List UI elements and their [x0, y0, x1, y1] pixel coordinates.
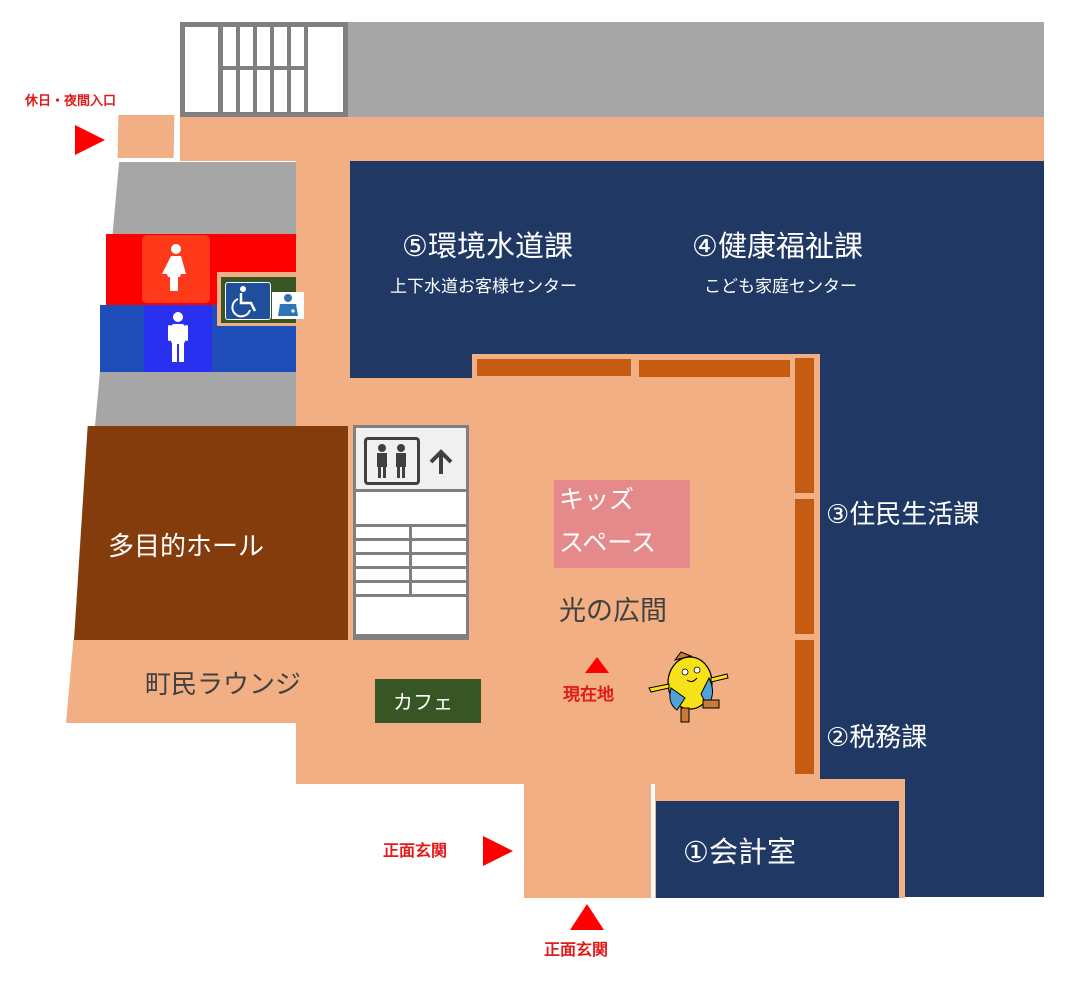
women-restroom-sign — [142, 235, 210, 303]
office-5-subtitle: 上下水道お客様センター — [390, 277, 577, 297]
office-5-name[interactable]: ⑤環境水道課 — [402, 229, 573, 263]
men-restroom-sign — [144, 305, 212, 372]
counter-top-1 — [477, 359, 631, 376]
office-4-subtitle: こども家庭センター — [704, 277, 857, 297]
office-1-name[interactable]: ①会計室 — [683, 835, 796, 869]
front-entrance-side-label: 正面玄関 — [383, 841, 448, 860]
male-restroom-icon — [168, 312, 188, 362]
counter-right-2 — [795, 499, 814, 634]
night-entrance-arrow-icon — [75, 125, 105, 155]
front-entrance-vestibule[interactable] — [524, 784, 651, 898]
front-entrance-side-arrow-icon — [483, 836, 513, 866]
baby-care-icon — [278, 294, 298, 316]
up-arrow-icon — [429, 449, 453, 474]
mascot-character — [648, 651, 729, 723]
cafe-label: カフェ — [393, 690, 453, 714]
kids-space-label-1: キッズ — [559, 485, 635, 514]
counter-top-2 — [639, 360, 790, 377]
elevator[interactable] — [356, 428, 466, 489]
multipurpose-hall-label: 多目的ホール — [108, 532, 265, 562]
kids-space[interactable] — [554, 480, 690, 568]
wheelchair-icon — [231, 286, 257, 318]
night-entrance-vestibule[interactable] — [117, 115, 175, 158]
office-2-name[interactable]: ②税務課 — [826, 723, 928, 753]
elevator-stair-core — [353, 425, 469, 640]
lounge-label: 町民ラウンジ — [145, 670, 302, 700]
current-location-arrow-icon — [585, 657, 609, 673]
cafe[interactable] — [375, 679, 481, 723]
multipurpose-hall[interactable] — [74, 426, 348, 640]
night-entrance-label: 休日・夜間入口 — [25, 94, 117, 109]
office-3-name[interactable]: ③住民生活課 — [826, 500, 980, 530]
office-block-right — [818, 161, 1044, 897]
female-restroom-icon — [162, 244, 186, 291]
kids-space-label-2: スペース — [559, 528, 657, 557]
top-corridor — [180, 117, 1044, 161]
current-location-label: 現在地 — [563, 685, 614, 705]
top-wall — [348, 22, 1044, 117]
counter-right-3 — [795, 640, 814, 774]
front-entrance-bottom-label: 正面玄関 — [544, 940, 609, 959]
office-1[interactable] — [656, 801, 899, 898]
elevator-icon — [377, 444, 406, 478]
front-entrance-bottom-arrow-icon — [570, 904, 604, 930]
top-stairwell — [180, 22, 348, 117]
staircase[interactable] — [356, 492, 466, 637]
counter-right-1 — [795, 358, 814, 493]
atrium-label: 光の広間 — [559, 596, 667, 627]
office-4-name[interactable]: ④健康福祉課 — [692, 229, 863, 263]
baby-care-sign — [272, 292, 304, 319]
